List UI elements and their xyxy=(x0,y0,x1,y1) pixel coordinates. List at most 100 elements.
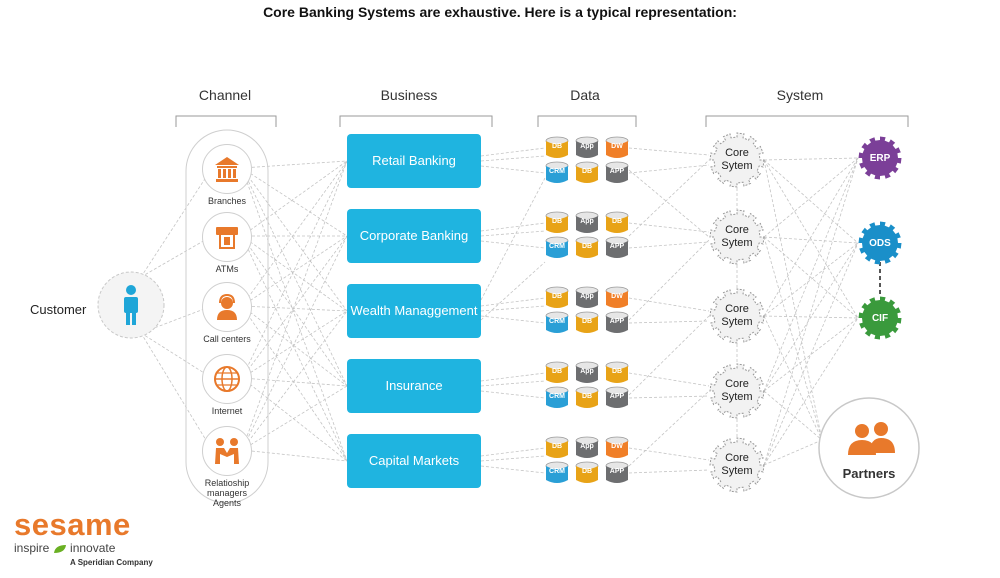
dashed-connector xyxy=(763,390,823,441)
business-retail-banking[interactable]: Retail Banking xyxy=(347,134,481,188)
dashed-connector xyxy=(763,157,859,238)
core-system-gear[interactable]: Core Sytem xyxy=(709,437,765,493)
business-capital-markets[interactable]: Capital Markets xyxy=(347,434,481,488)
dashed-connector xyxy=(140,332,213,379)
database-label: CRM xyxy=(549,393,565,400)
gear-icon xyxy=(709,288,765,344)
dashed-connector xyxy=(241,377,348,462)
database-cylinder-icon: APP xyxy=(605,461,629,485)
database-cylinder-icon: DW xyxy=(605,436,629,460)
database-label: APP xyxy=(609,318,625,325)
core-system-gear[interactable]: Core Sytem xyxy=(709,209,765,265)
database-cylinder-icon: CRM xyxy=(545,161,569,185)
database-label: APP xyxy=(609,243,625,250)
database-label: CRM xyxy=(549,168,565,175)
database-label: DB xyxy=(581,393,593,400)
dashed-connector xyxy=(241,449,348,462)
system-label: CIF xyxy=(871,312,889,324)
dashed-connector xyxy=(480,465,546,474)
core-system-gear[interactable]: Core Sytem xyxy=(709,132,765,188)
database-label: DB xyxy=(581,468,593,475)
channel-label: Call centers xyxy=(203,334,251,344)
leaf-icon xyxy=(53,544,66,553)
database-cylinder-icon: App xyxy=(575,436,599,460)
channel-internet[interactable]: Internet xyxy=(194,354,260,416)
dashed-connector xyxy=(241,305,348,387)
dashed-connector xyxy=(241,377,348,387)
channel-label: Internet xyxy=(211,406,243,416)
core-system-gear[interactable]: Core Sytem xyxy=(709,363,765,419)
dashed-connector xyxy=(241,160,348,451)
business-insurance[interactable]: Insurance xyxy=(347,359,481,413)
channel-branches[interactable]: Branches xyxy=(194,144,260,206)
dashed-connector xyxy=(480,390,546,399)
database-cylinder-icon: DB xyxy=(575,161,599,185)
database-label: App xyxy=(580,368,594,375)
dashed-connector xyxy=(241,310,348,451)
dashed-connector xyxy=(480,261,546,321)
channel-container xyxy=(185,129,269,504)
dashed-connector xyxy=(241,305,348,462)
database-cylinder-icon: DW xyxy=(605,136,629,160)
dashed-connector xyxy=(241,235,348,312)
dashed-connector xyxy=(628,469,710,474)
dashed-connector xyxy=(628,222,710,233)
column-header-channel: Channel xyxy=(198,87,252,103)
database-cylinder-icon: DB xyxy=(605,211,629,235)
internet-circle xyxy=(202,354,252,404)
dashed-connector xyxy=(628,241,710,249)
channel-atms[interactable]: ATMs xyxy=(194,212,260,274)
dashed-connector xyxy=(628,395,710,399)
relationship-managers-circle xyxy=(202,426,252,476)
logo-tagline: inspire innovate xyxy=(14,541,115,555)
dashed-connector xyxy=(763,439,823,466)
database-cylinder-icon: App xyxy=(575,136,599,160)
dashed-connector xyxy=(241,160,348,379)
database-label: DB xyxy=(611,368,623,375)
dashed-connector xyxy=(763,236,823,441)
database-label: DB xyxy=(581,243,593,250)
dashed-connector xyxy=(763,157,859,466)
dashed-connector xyxy=(763,242,859,392)
database-cylinder-icon: DB xyxy=(575,311,599,335)
gear-icon xyxy=(709,363,765,419)
database-label: DB xyxy=(551,293,563,300)
database-cylinder-icon: APP xyxy=(605,161,629,185)
database-label: DB xyxy=(611,218,623,225)
dashed-connector xyxy=(763,159,859,319)
channel-call-centers[interactable]: Call centers xyxy=(194,282,260,344)
partners-label: Partners xyxy=(842,466,896,481)
database-label: App xyxy=(580,293,594,300)
system-cif-gear[interactable]: CIF xyxy=(858,296,902,340)
dashed-connector xyxy=(628,320,710,324)
database-cylinder-icon: DB xyxy=(575,386,599,410)
page-title: Core Banking Systems are exhaustive. Her… xyxy=(263,4,737,20)
system-ods-gear[interactable]: ODS xyxy=(858,221,902,265)
business-corporate-banking[interactable]: Corporate Banking xyxy=(347,209,481,263)
dashed-connector xyxy=(628,447,710,461)
dashed-connector xyxy=(241,167,348,237)
gear-icon xyxy=(858,221,902,265)
dashed-connector xyxy=(140,167,213,278)
system-erp-gear[interactable]: ERP xyxy=(858,136,902,180)
business-wealth-management[interactable]: Wealth Managgement xyxy=(347,284,481,338)
dashed-connector xyxy=(480,372,546,382)
dashed-connector xyxy=(480,380,546,387)
database-label: CRM xyxy=(549,468,565,475)
column-header-business: Business xyxy=(380,87,438,103)
dashed-connector xyxy=(628,390,710,467)
dashed-connector xyxy=(241,235,348,379)
dashed-connector xyxy=(480,240,546,249)
database-cylinder-icon: CRM xyxy=(545,461,569,485)
partners-people-icon xyxy=(848,422,895,455)
channel-relationship-managers[interactable]: Relatioship managers Agents xyxy=(194,426,260,508)
gear-icon xyxy=(858,296,902,340)
atm-icon xyxy=(216,227,238,249)
dashed-connector xyxy=(480,147,546,157)
dashed-connector xyxy=(763,317,859,466)
database-cylinder-icon: DB xyxy=(545,361,569,385)
column-header-system: System xyxy=(776,87,824,103)
core-system-gear[interactable]: Core Sytem xyxy=(709,288,765,344)
channel-label: Relatioship managers Agents xyxy=(204,478,250,508)
dashed-connector xyxy=(628,315,710,396)
